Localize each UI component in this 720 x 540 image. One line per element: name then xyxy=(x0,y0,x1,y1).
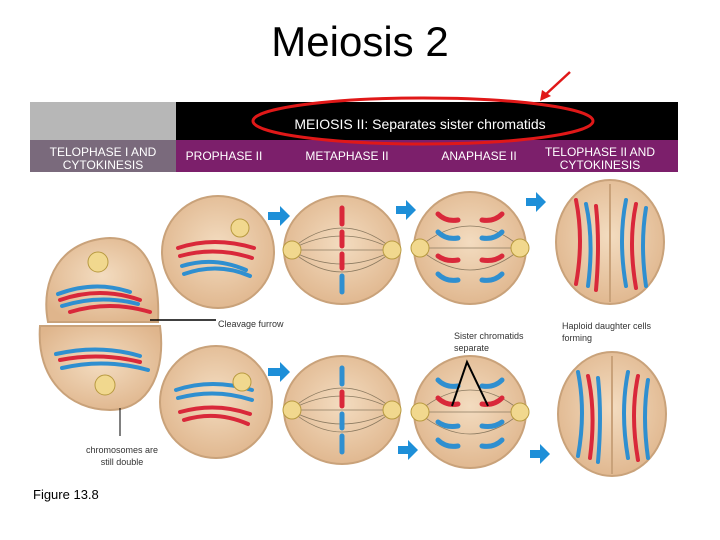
cell-prophase-ii-top xyxy=(162,196,274,308)
highlight-arrow xyxy=(544,72,570,96)
label-sister-chromatids: Sister chromatids separate xyxy=(454,330,534,354)
cell-prophase-ii-bottom xyxy=(160,346,272,458)
cell-anaphase-ii-bottom xyxy=(411,356,529,468)
label-cleavage-furrow: Cleavage furrow xyxy=(218,318,298,330)
cell-telophase-ii-bottom xyxy=(558,352,666,476)
cell-metaphase-ii-bottom xyxy=(283,356,401,464)
cell-metaphase-ii-top xyxy=(283,196,401,304)
label-chromosomes-double: chromosomes are still double xyxy=(84,444,160,468)
cell-telophase-i xyxy=(40,238,162,410)
figure-label: Figure 13.8 xyxy=(33,487,99,502)
label-haploid-cells: Haploid daughter cells forming xyxy=(562,320,672,344)
cell-anaphase-ii-top xyxy=(411,192,529,304)
highlight-ellipse xyxy=(253,98,593,144)
cell-telophase-ii-top xyxy=(556,180,664,304)
